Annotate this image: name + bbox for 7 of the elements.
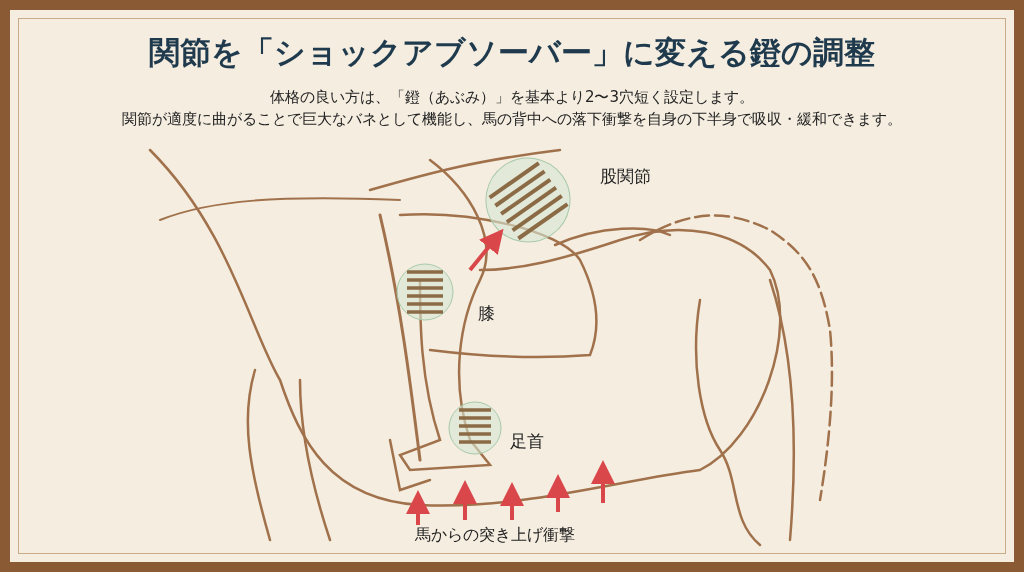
subtitle: 関節が適度に曲がることで巨大なバネとして機能し、馬の背中への落下衝撃を自身の下半身で吸収・緩和できます。 xyxy=(122,110,902,129)
title: 関節を「ショックアブソーバー」に変える鐙の調整 xyxy=(148,33,876,72)
joint-label: 膝 xyxy=(478,302,495,325)
force-label: 馬からの突き上げ衝撃 xyxy=(415,525,575,546)
subtitle: 体格の良い方は、「鐙（あぶみ）」を基本より2〜3穴短く設定します。 xyxy=(269,88,755,107)
joint-label: 股関節 xyxy=(600,165,651,188)
joint-label: 足首 xyxy=(510,430,544,453)
